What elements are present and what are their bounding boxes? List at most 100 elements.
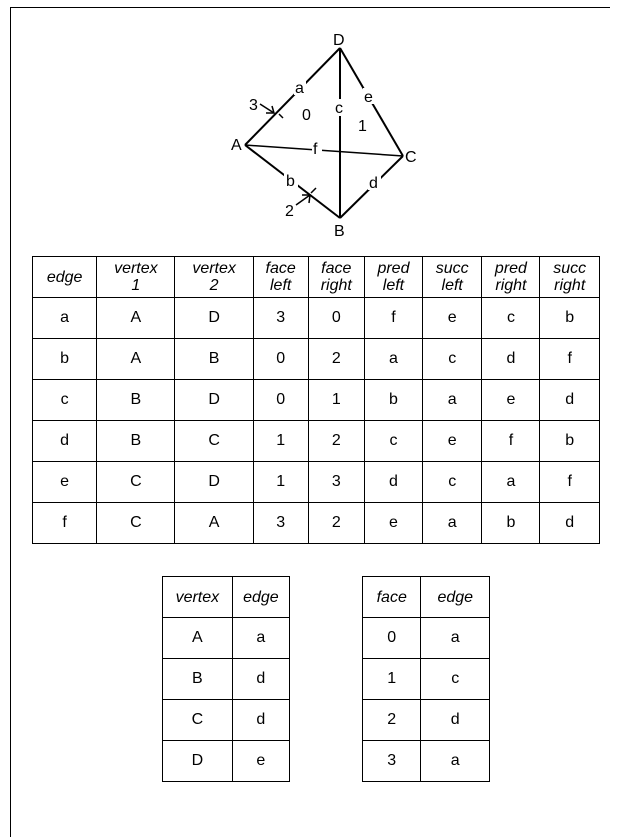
table-cell: a xyxy=(421,502,483,544)
table-cell: C xyxy=(174,420,254,462)
arrow-outer-face-2 xyxy=(295,194,311,206)
face-1-label: 1 xyxy=(358,118,367,135)
table-cell: B xyxy=(162,658,233,700)
table-cell: b xyxy=(539,420,600,462)
table-cell: B xyxy=(174,338,254,380)
table-cell: C xyxy=(162,699,233,741)
table-cell: e xyxy=(481,379,541,421)
table-cell: d xyxy=(539,379,600,421)
outer-face-3-label: 3 xyxy=(249,97,258,114)
table-cell: 0 xyxy=(252,379,309,421)
edge-f-line xyxy=(244,144,404,157)
table-cell: c xyxy=(481,297,541,339)
table-cell: a xyxy=(231,617,291,659)
table-cell: B xyxy=(96,379,176,421)
table-cell: f xyxy=(31,502,98,544)
header-vertex: vertex xyxy=(162,576,233,618)
table-cell: 2 xyxy=(307,420,365,462)
table-cell: b xyxy=(481,502,541,544)
table-cell: 1 xyxy=(361,658,422,700)
header-edge: edge xyxy=(420,576,490,618)
table-cell: A xyxy=(174,502,254,544)
edge-a-label: a xyxy=(295,80,304,97)
vertex-table-header-row: vertex edge xyxy=(162,576,291,618)
arrow-head-icon xyxy=(302,194,311,204)
table-cell: e xyxy=(231,740,291,782)
table-cell: A xyxy=(162,617,233,659)
table-cell: d xyxy=(420,699,490,741)
table-cell: D xyxy=(174,461,254,503)
arrow-outer-face-3 xyxy=(259,103,275,114)
table-cell: a xyxy=(420,740,490,782)
table-cell: 1 xyxy=(307,379,365,421)
vertex-C-label: C xyxy=(405,149,417,166)
table-cell: c xyxy=(421,338,483,380)
table-cell: b xyxy=(31,338,98,380)
table-cell: 3 xyxy=(307,461,365,503)
outer-face-2-label: 2 xyxy=(285,203,294,220)
table-cell: d xyxy=(481,338,541,380)
table-cell: f xyxy=(539,461,600,503)
edge-a-line xyxy=(244,47,341,146)
edge-b-label: b xyxy=(286,173,295,190)
table-cell: a xyxy=(420,617,490,659)
table-cell: d xyxy=(231,658,291,700)
table-cell: c xyxy=(363,420,423,462)
table-cell: d xyxy=(231,699,291,741)
table-cell: d xyxy=(363,461,423,503)
header-face: face xyxy=(361,576,422,618)
table-cell: c xyxy=(420,658,490,700)
table-cell: 3 xyxy=(361,740,422,782)
face-0-label: 0 xyxy=(302,107,311,124)
label-mask xyxy=(284,172,298,188)
table-cell: 1 xyxy=(252,461,309,503)
page-frame xyxy=(10,7,610,837)
table-cell: B xyxy=(96,420,176,462)
vertex-A-label: A xyxy=(231,137,242,154)
table-cell: c xyxy=(421,461,483,503)
table-cell: f xyxy=(539,338,600,380)
tick-mark xyxy=(310,187,317,194)
table-cell: c xyxy=(31,379,98,421)
table-cell: a xyxy=(481,461,541,503)
table-cell: 2 xyxy=(361,699,422,741)
label-mask xyxy=(312,140,322,157)
label-mask xyxy=(294,79,306,95)
table-cell: a xyxy=(363,338,423,380)
table-cell: a xyxy=(31,297,98,339)
edge-e-label: e xyxy=(364,89,373,106)
table-cell: A xyxy=(96,338,176,380)
table-cell: D xyxy=(174,379,254,421)
table-cell: e xyxy=(31,461,98,503)
table-cell: 2 xyxy=(307,338,365,380)
table-cell: 3 xyxy=(252,297,309,339)
table-cell: 0 xyxy=(307,297,365,339)
vertex-D-label: D xyxy=(333,32,345,49)
edge-f-label: f xyxy=(313,141,318,158)
table-cell: A xyxy=(96,297,176,339)
table-cell: b xyxy=(363,379,423,421)
